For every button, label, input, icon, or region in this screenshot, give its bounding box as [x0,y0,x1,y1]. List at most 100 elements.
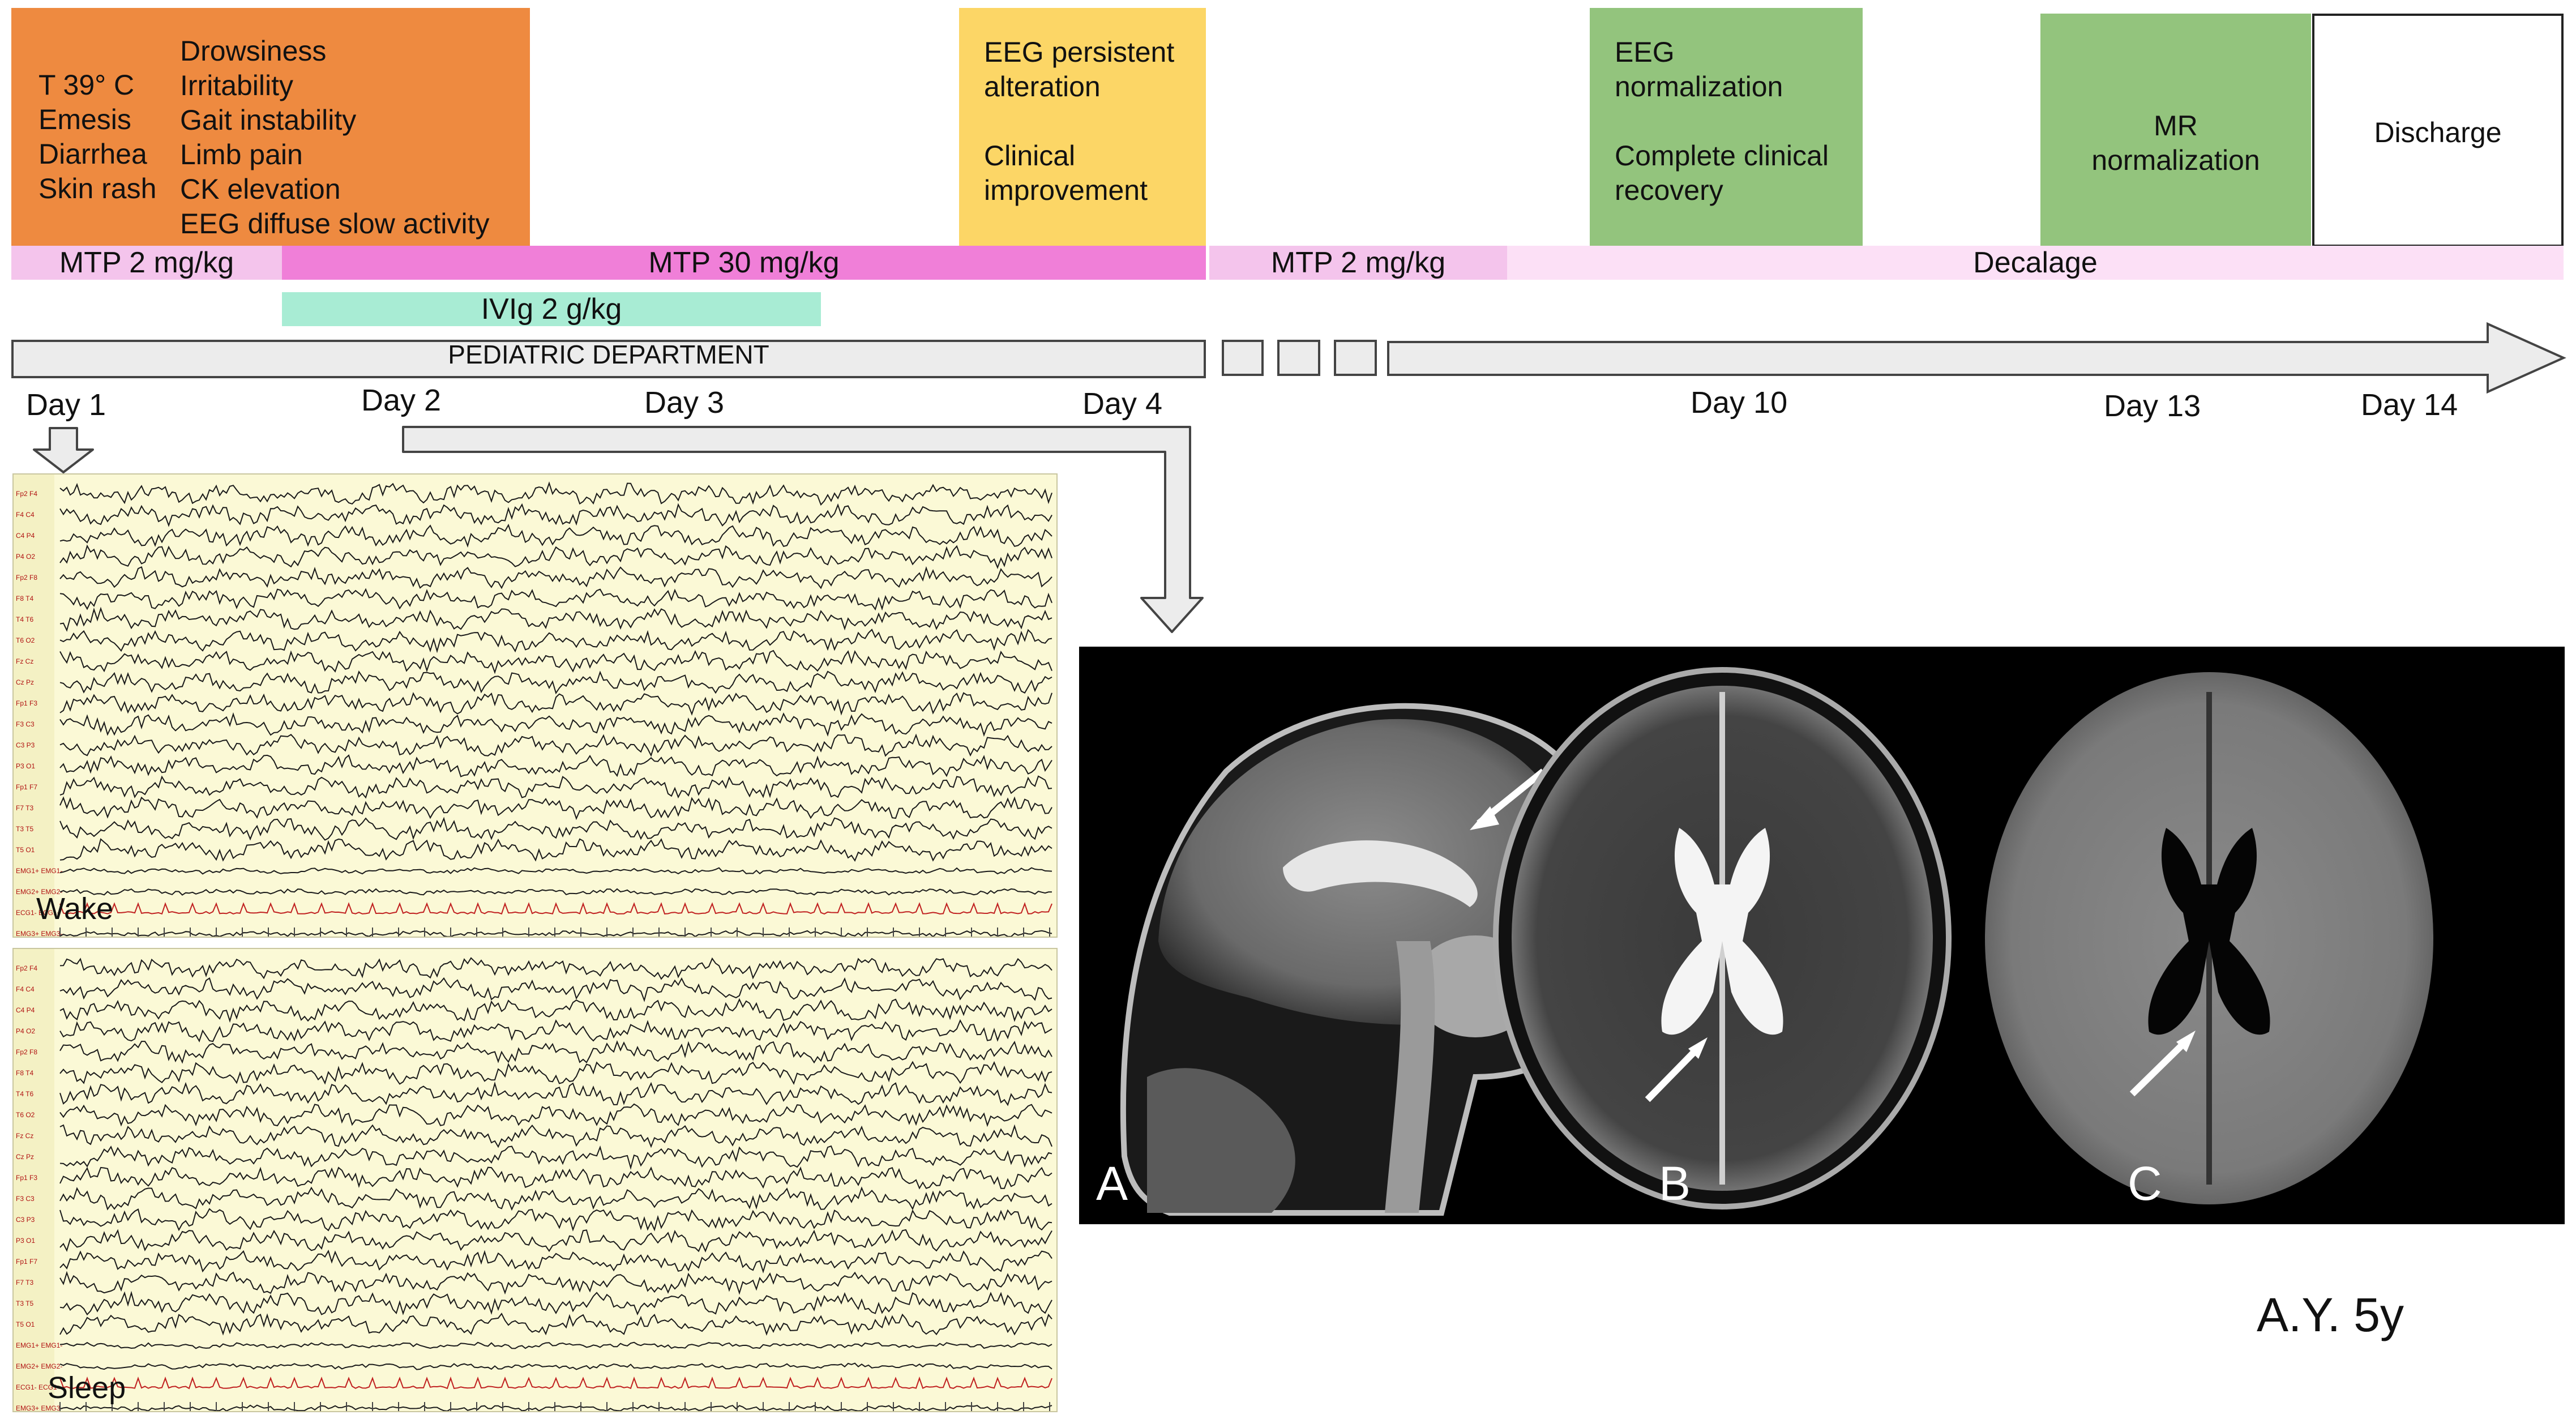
eeg-trace [59,649,1052,674]
event-text: alteration [984,71,1101,102]
eeg-channel-label: T5 O1 [16,1320,35,1328]
eeg-trace [59,1362,1052,1370]
eeg-channel-label: T4 T6 [16,616,33,623]
event-text: Irritability [180,70,294,101]
eeg-trace [59,1208,1052,1232]
therapy-mtp-low-2: MTP 2 mg/kg [1209,246,1507,280]
event-box-eeg-persistent: EEG persistent alteration Clinical impro… [959,8,1206,246]
department-label: PEDIATRIC DEPARTMENT [448,340,769,369]
mri-panel: A B C [1079,647,2565,1224]
eeg-trace [59,692,1052,716]
eeg-channel-label: F4 C4 [16,985,35,993]
day-label: Day 3 [644,386,725,420]
mri-axial-t2-image [1493,667,1952,1209]
therapy-mtp-high: MTP 30 mg/kg [282,246,1206,280]
eeg-trace [59,1124,1052,1148]
eeg-trace [59,588,1052,611]
event-text: Limb pain [180,139,303,170]
mri-label-b: B [1659,1157,1691,1210]
eeg-trace [59,1249,1052,1273]
eeg-trace [59,838,1052,862]
event-text: Complete clinical [1615,140,1829,172]
eeg-channel-label: Fp1 F3 [16,699,37,707]
eeg-trace [59,523,1052,548]
event-box-discharge: Discharge [2312,14,2564,247]
eeg-channel-label: Fp1 F3 [16,1174,37,1182]
eeg-trace [59,1290,1052,1316]
eeg-trace [59,930,1052,937]
day-label: Day 4 [1082,387,1163,421]
therapy-mtp-low-1: MTP 2 mg/kg [11,246,282,280]
mri-label-c: C [2128,1157,2162,1210]
eeg-channel-label: Fp2 F4 [16,490,37,498]
eeg-trace [59,606,1052,632]
eeg-trace [59,1404,1052,1411]
event-text: normalization [1615,71,1783,102]
event-box-eeg-normal: EEG normalization Complete clinical reco… [1590,8,1863,246]
eeg-channel-label: Fz Cz [16,657,33,665]
eeg-channel-label: F8 T4 [16,595,33,602]
eeg-trace [59,888,1052,896]
eeg-trace [59,1040,1052,1064]
eeg-channel-label: EMG1+ EMG1- [16,867,62,875]
event-text: CK elevation [180,173,341,205]
eeg-channel-label: P3 O1 [16,1237,35,1245]
mri-images [1120,667,2433,1216]
eeg-channel-label: Fp2 F8 [16,574,37,582]
event-text: Emesis [38,104,131,135]
eeg-channel-label: Fz Cz [16,1132,33,1140]
eeg-channel-label: P3 O1 [16,762,35,770]
eeg-channel-label: C4 P4 [16,532,35,540]
eeg-trace [59,1019,1052,1042]
eeg-trace [59,1145,1052,1170]
eeg-trace [59,1061,1052,1085]
event-text: T 39° C [38,69,135,101]
day-label: Day 1 [26,388,106,422]
eeg-channel-label: F4 C4 [16,511,35,519]
eeg-trace [59,1103,1052,1127]
eeg-trace [59,1186,1052,1211]
eeg-wake-label: Wake [36,892,114,926]
eeg-channel-label: F3 C3 [16,1195,35,1203]
eeg-channel-label: C3 P3 [16,1216,35,1224]
eeg-channel-label: Cz Pz [16,1153,34,1161]
event-text: Clinical [984,140,1076,172]
day-label: Day 2 [361,383,442,417]
eeg-trace [59,867,1052,875]
eeg-channel-label: T6 O2 [16,1111,35,1119]
eeg-trace [59,957,1052,980]
event-text: recovery [1615,174,1723,206]
eeg-trace [59,775,1052,799]
event-box-mr-normal: MR normalization [2040,14,2311,246]
eeg-trace [59,1229,1052,1253]
eeg-channel-label: Fp2 F8 [16,1048,37,1056]
eeg-trace [59,796,1052,820]
eeg-channel-label: P4 O2 [16,553,35,561]
patient-label: A.Y. 5y [2257,1288,2404,1341]
eeg-channel-label: F3 C3 [16,720,35,728]
event-text: EEG diffuse slow activity [180,208,490,240]
day-label: Day 13 [2104,389,2201,423]
eeg-trace [59,566,1052,589]
eeg-channel-label: T4 T6 [16,1090,33,1098]
event-box-neuro: Drowsiness Irritability Gait instability… [156,8,530,246]
eeg-trace [59,817,1052,841]
eeg-channel-label: P4 O2 [16,1027,35,1035]
eeg-channel-label: C3 P3 [16,741,35,749]
eeg-trace [59,503,1052,527]
mri-label-a: A [1096,1157,1128,1210]
eeg-channel-label: C4 P4 [16,1006,35,1014]
eeg-trace [59,1313,1052,1336]
event-text: EEG persistent [984,36,1175,68]
event-text: improvement [984,174,1148,206]
event-text: Skin rash [38,173,157,204]
event-text: normalization [2091,144,2260,176]
event-text: Discharge [2374,117,2502,148]
eeg-channel-label: ECG1- ECG1+ [16,1383,61,1391]
eeg-channel-label: EMG3+ EMG3- [16,1404,62,1412]
event-text: EEG [1615,36,1675,68]
eeg-trace [59,1341,1052,1349]
day-label: Day 14 [2361,388,2458,422]
eeg-trace [59,733,1052,757]
eeg-channel-label: T6 O2 [16,636,35,644]
